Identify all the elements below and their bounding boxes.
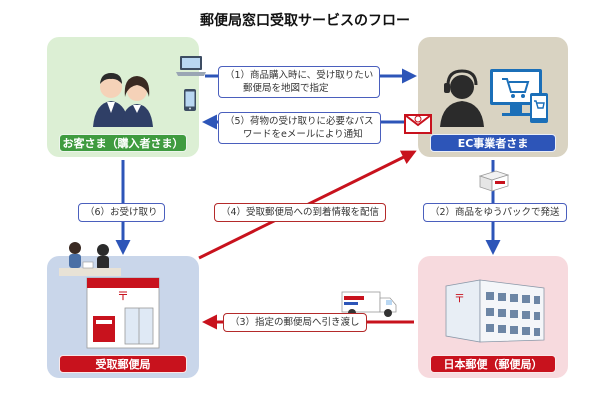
monitor-cart-icon [490,69,548,123]
email-icon [404,114,432,134]
step1-label: （1）商品購入時に、受け取りたい 郵便局を地図で指定 [218,66,381,98]
label-customer: お客さま（購入者さま） [59,134,187,152]
step1-line1: （1）商品購入時に、受け取りたい [225,70,374,81]
label-ec-business: EC事業者さま [430,134,556,152]
smartphone-icon [184,89,196,111]
step5-line2: ワードをeメールにより通知 [243,129,363,140]
step4-label: （4）受取郵便局への到着情報を配信 [214,203,387,222]
node-japan-post: 〒 日本郵便（郵便局） [418,256,568,378]
japan-post-building-icon: 〒 [445,279,545,343]
label-japan-post: 日本郵便（郵便局） [430,355,556,373]
step5-label: （5）荷物の受け取りに必要なパス ワードをeメールにより通知 [218,112,381,144]
node-pickup-post-office: 〒 受取郵便局 [47,242,199,378]
step3-label: （3）指定の郵便局へ引き渡し [223,313,367,332]
delivery-truck-icon [341,291,397,317]
svg-text:〒: 〒 [454,292,465,305]
laptop-icon [176,56,206,76]
node-customer: お客さま（購入者さま） [47,37,199,157]
post-office-building-icon: 〒 [86,277,160,349]
step1-line2: 郵便局を地図で指定 [243,83,329,94]
operator-icon [440,69,484,127]
step6-label: （6）お受け取り [78,203,165,222]
label-pickup-post-office: 受取郵便局 [59,355,187,373]
step2-label: （2）商品をゆうパックで発送 [423,203,567,222]
customer-couple-icon [93,73,153,127]
svg-text:〒: 〒 [117,289,129,303]
step5-line1: （5）荷物の受け取りに必要なパス [225,116,374,127]
post-office-counter-icon [59,242,121,276]
diagram-title: 郵便局窓口受取サービスのフロー [200,13,410,29]
node-ec-business: EC事業者さま [418,37,568,157]
package-box-icon [478,170,510,192]
